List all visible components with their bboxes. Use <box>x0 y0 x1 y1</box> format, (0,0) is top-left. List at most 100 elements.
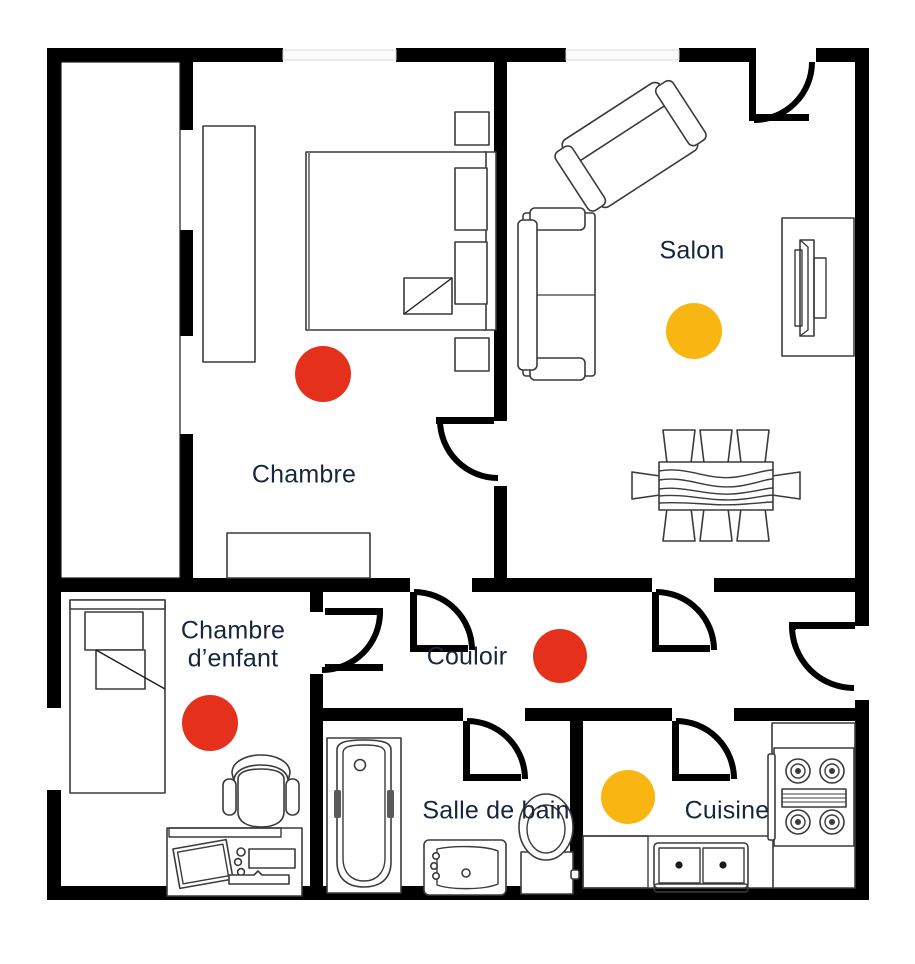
dining-chair-t3 <box>736 429 770 464</box>
marker-chambre-enfant[interactable] <box>182 695 238 751</box>
kitchen-sink <box>653 842 749 893</box>
room-chambre-enfant <box>69 599 303 897</box>
armchair <box>554 79 707 212</box>
washbasin-drain <box>461 868 471 878</box>
door-couloir-chambre-jamb <box>410 645 468 652</box>
burner-br-center <box>829 819 835 825</box>
door-couloir-salon-arc <box>655 589 717 651</box>
washbasin-tap-3 <box>431 871 440 880</box>
bed-pillow-top <box>454 167 488 231</box>
door-enfant-jamb <box>325 664 383 671</box>
bed-single <box>69 599 166 794</box>
toilet-flush-button <box>570 869 580 880</box>
washbasin-counter <box>423 839 507 896</box>
door-salle-de-bain <box>463 708 528 781</box>
sofa-cushion-bottom <box>529 357 586 381</box>
door-enfant-leaf <box>325 608 383 615</box>
dining-chair-t1 <box>662 429 696 464</box>
door-salle-de-bain-opening <box>463 708 525 721</box>
label-chambre: Chambre <box>252 461 356 489</box>
label-couloir: Couloir <box>427 643 508 671</box>
door-cuisine <box>672 708 737 781</box>
burner-br-inner <box>824 814 840 830</box>
table-grain-3 <box>658 487 774 495</box>
door-main-entry-leaf <box>789 622 855 629</box>
armchair-arm-left <box>554 145 607 212</box>
dining-chair-right <box>771 471 801 500</box>
marker-salon[interactable] <box>666 303 722 359</box>
door-salon-entry-leaf <box>749 62 756 120</box>
bathtub <box>326 737 402 894</box>
nightstand-bottom <box>454 337 490 372</box>
sofa-cushion-top <box>529 207 586 231</box>
window-frame-salon <box>565 49 680 61</box>
markers <box>182 303 722 824</box>
desk <box>166 827 303 897</box>
desk-back-edge <box>168 827 282 838</box>
bathtub-handle-left <box>334 790 341 818</box>
door-enfant <box>310 608 383 674</box>
tv-stand <box>813 257 827 319</box>
mouse <box>236 847 246 857</box>
door-couloir-salon-jamb <box>652 645 710 652</box>
door-chambre <box>436 417 507 486</box>
burner-bl-center <box>795 819 801 825</box>
nightstand-top <box>454 111 490 146</box>
laptop <box>172 838 234 890</box>
burner-bl-inner <box>790 814 806 830</box>
door-cuisine-arc <box>675 718 737 780</box>
office-chair-seat <box>237 768 285 828</box>
stove-handle <box>767 753 776 841</box>
tv-depth <box>799 239 809 337</box>
stove-burners <box>785 758 845 835</box>
office-chair-arm-left <box>222 778 237 816</box>
window-enfant-west <box>47 708 61 790</box>
door-salle-de-bain-arc <box>466 718 528 780</box>
bed-single-blanket-fold <box>95 649 146 690</box>
wall-exterior-east <box>855 48 869 900</box>
label-cuisine: Cuisine <box>685 797 770 825</box>
laptop-screen <box>172 838 234 890</box>
table-grain-2 <box>658 478 774 488</box>
desk-tray <box>228 870 290 885</box>
burner-tl-inner <box>790 763 806 779</box>
toilet <box>518 793 580 895</box>
wall-exterior-north <box>47 48 869 62</box>
marker-chambre[interactable] <box>295 346 351 402</box>
sideboard <box>226 532 371 579</box>
label-chambre-enfant-line1: Chambre <box>181 617 285 645</box>
desk-item-small <box>233 857 243 867</box>
dining-chair-t2 <box>699 429 733 464</box>
wall-balcony-chambre <box>180 48 193 592</box>
room-salon <box>517 79 855 542</box>
table-grain-5 <box>658 501 774 506</box>
laptop-display <box>176 843 230 885</box>
door-main-entry-hinge <box>789 622 796 630</box>
door-salon-entry <box>749 48 816 123</box>
sink-drain-right <box>719 861 727 869</box>
door-couloir-salon <box>652 578 717 652</box>
sink-basin-left <box>658 847 701 884</box>
door-salon-entry-jamb <box>749 114 809 121</box>
marker-cuisine[interactable] <box>601 770 655 824</box>
office-chair <box>222 754 300 828</box>
wall-exterior-west <box>47 48 61 900</box>
dining-chair-left <box>631 471 661 500</box>
burner-tr-center <box>829 768 835 774</box>
label-salon: Salon <box>660 237 725 265</box>
sink-basin-right <box>702 847 745 884</box>
keyboard <box>248 848 296 869</box>
counter-cabinet <box>582 835 649 889</box>
washbasin-bowl <box>436 845 499 890</box>
wardrobe <box>202 125 256 363</box>
bed-single-headboard <box>69 599 166 610</box>
burner-tl-center <box>795 768 801 774</box>
armchair-arm-right <box>654 79 707 147</box>
dining-chair-b2 <box>699 507 733 542</box>
sink-frame <box>653 842 749 889</box>
marker-couloir[interactable] <box>533 629 587 683</box>
bathtub-handle-right <box>387 790 394 818</box>
door-couloir-salon-leaf <box>652 592 659 650</box>
